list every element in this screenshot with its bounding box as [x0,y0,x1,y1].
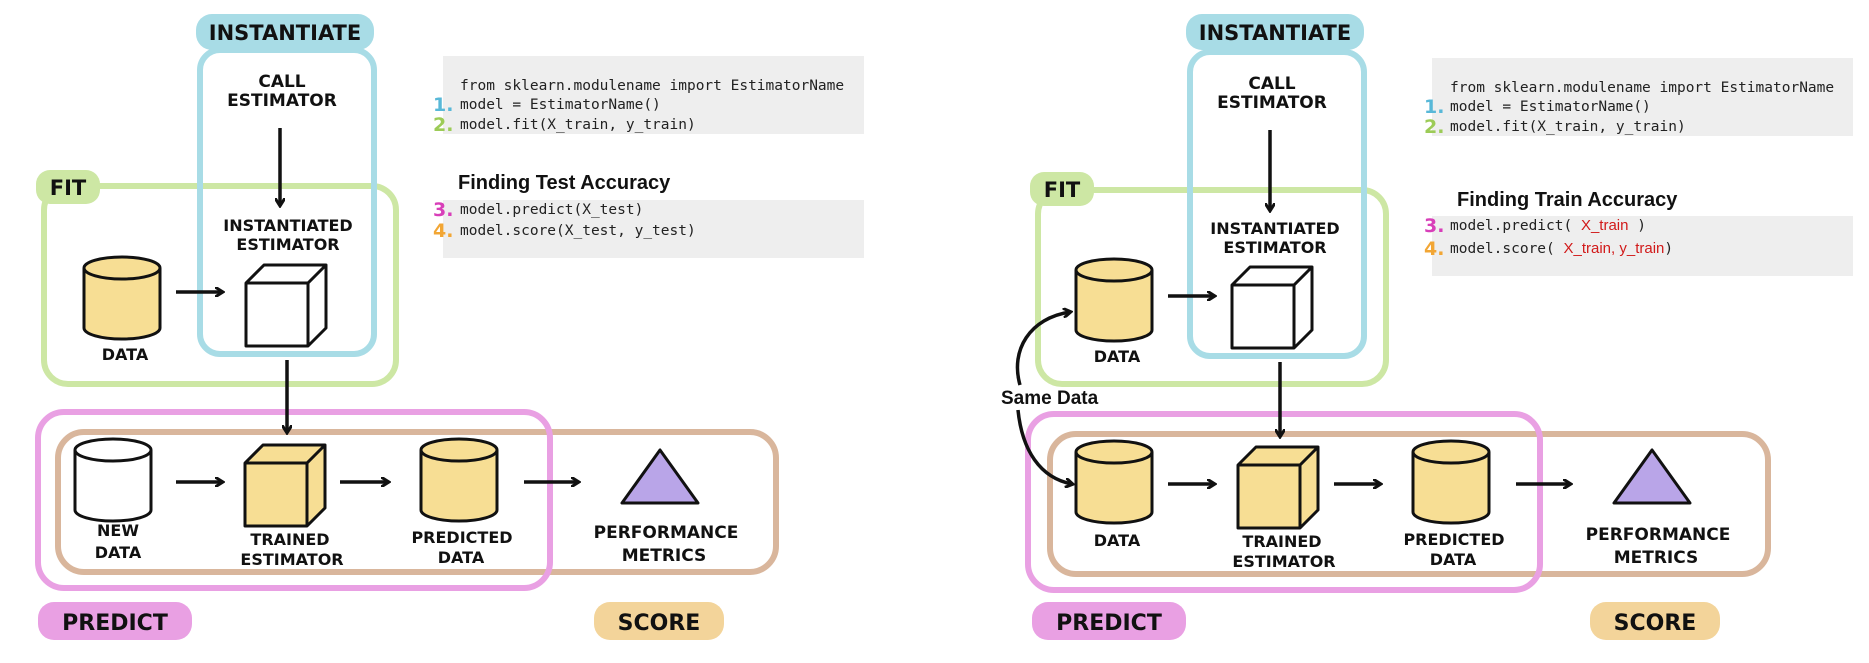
instantiate-label-bg [196,14,374,50]
trained-label: TRAINED [250,530,329,549]
data-label: DATA [102,345,149,364]
step-3-number: 3. [433,199,454,221]
predicted-label: PREDICTED [1403,530,1504,549]
score-call: model.score( [1450,241,1564,257]
fit-line: model.fit(X_train, y_train) [460,117,696,133]
instantiate-label: INSTANTIATE [1199,21,1351,45]
score-label-bg [594,602,724,640]
trained-estimator-cube-icon [1236,445,1320,530]
call-label: CALL [258,72,305,92]
instantiate-line: model = EstimatorName() [1450,99,1651,115]
call-estimator-label: ESTIMATOR [227,91,337,111]
code-block-eval [1432,216,1853,276]
new-label: NEW [97,521,139,540]
instantiated-label: INSTANTIATED [223,216,352,235]
step-3-number: 3. [1424,215,1445,237]
fit-frame [1035,187,1389,387]
score-frame [1047,431,1771,577]
score-line: model.score(X_test, y_test) [460,223,696,239]
step-4-number: 4. [1424,238,1445,260]
instantiated-estimator-cube-icon [244,263,328,348]
trained-label: TRAINED [1242,532,1321,551]
performance-label: PERFORMANCE [1586,525,1731,545]
data-cylinder-icon [82,255,162,341]
predict-frame [35,409,553,591]
score-close: ) [1664,241,1674,257]
instantiated-estimator-cube-icon [1230,265,1314,350]
predict-label: PREDICT [62,611,168,636]
predict-label-bg [1032,602,1186,640]
metrics-label: METRICS [1614,548,1699,568]
predicted-data-label: DATA [1430,550,1477,569]
fit-label: FIT [1044,178,1081,202]
instantiate-label: INSTANTIATE [209,21,361,45]
data-label: DATA [1094,531,1141,550]
instantiate-frame [1187,49,1367,359]
data-label: DATA [1094,347,1141,366]
instantiate-frame [197,47,377,357]
step-2-number: 2. [433,114,454,136]
predict-arg-highlight: X_train [1580,217,1629,234]
predict-line: model.predict(X_test) [460,202,644,218]
step-2-number: 2. [1424,116,1445,138]
code-block-eval [443,200,864,258]
instantiated-estimator-label: ESTIMATOR [1223,238,1326,257]
import-line: from sklearn.modulename import Estimator… [460,78,845,94]
step-1-number: 1. [433,94,454,116]
same-data-arrow-up [1015,312,1070,386]
code-block-setup [1432,58,1853,136]
predicted-data-cylinder-icon [419,437,499,523]
trained-estimator-label: ESTIMATOR [1232,552,1335,571]
predict-label-bg [38,602,192,640]
same-data-label: Same Data [1001,388,1099,409]
instantiate-line: model = EstimatorName() [460,97,661,113]
import-line: from sklearn.modulename import Estimator… [1450,80,1835,96]
new-data-label: DATA [95,543,142,562]
trained-estimator-cube-icon [243,443,327,528]
score-label: SCORE [618,611,701,636]
performance-metrics-triangle-icon [1612,448,1692,505]
metrics-label: METRICS [622,546,707,566]
data-cylinder-icon [1074,257,1154,343]
performance-metrics-triangle-icon [620,448,700,505]
call-label: CALL [1248,74,1295,94]
predict-line: model.predict( X_train ) [1450,217,1646,235]
right-diagram: INSTANTIATE CALL ESTIMATOR FIT INSTANTIA… [1015,14,1771,640]
instantiated-label: INSTANTIATED [1210,219,1339,238]
predict-call: model.predict( [1450,218,1581,234]
score-frame [55,429,779,575]
score-arg-highlight: X_train, y_train [1563,240,1665,257]
same-data-arrow-down [1016,409,1072,484]
score-line: model.score( X_train, y_train) [1450,240,1673,258]
performance-label: PERFORMANCE [594,523,739,543]
fit-line: model.fit(X_train, y_train) [1450,119,1686,135]
fit-frame [41,183,399,387]
predict-close: ) [1628,218,1646,234]
new-data-cylinder-icon [73,437,153,523]
left-diagram: INSTANTIATE CALL ESTIMATOR FIT INSTANTIA… [35,14,779,640]
predicted-label: PREDICTED [411,528,512,547]
call-estimator-label: ESTIMATOR [1217,93,1327,113]
code-block-setup [443,56,864,134]
step-4-number: 4. [433,220,454,242]
score-label-bg [1590,602,1720,640]
test-accuracy-heading: Finding Test Accuracy [458,172,671,194]
step-1-number: 1. [1424,96,1445,118]
instantiate-label-bg [1186,14,1364,50]
train-accuracy-heading: Finding Train Accuracy [1457,189,1678,211]
fit-label: FIT [50,176,87,200]
score-label: SCORE [1614,611,1697,636]
trained-estimator-label: ESTIMATOR [240,550,343,569]
instantiated-estimator-label: ESTIMATOR [236,235,339,254]
data-cylinder-icon [1074,439,1154,525]
predicted-data-label: DATA [438,548,485,567]
predicted-data-cylinder-icon [1411,439,1491,525]
predict-label: PREDICT [1056,611,1162,636]
predict-frame [1025,411,1543,593]
